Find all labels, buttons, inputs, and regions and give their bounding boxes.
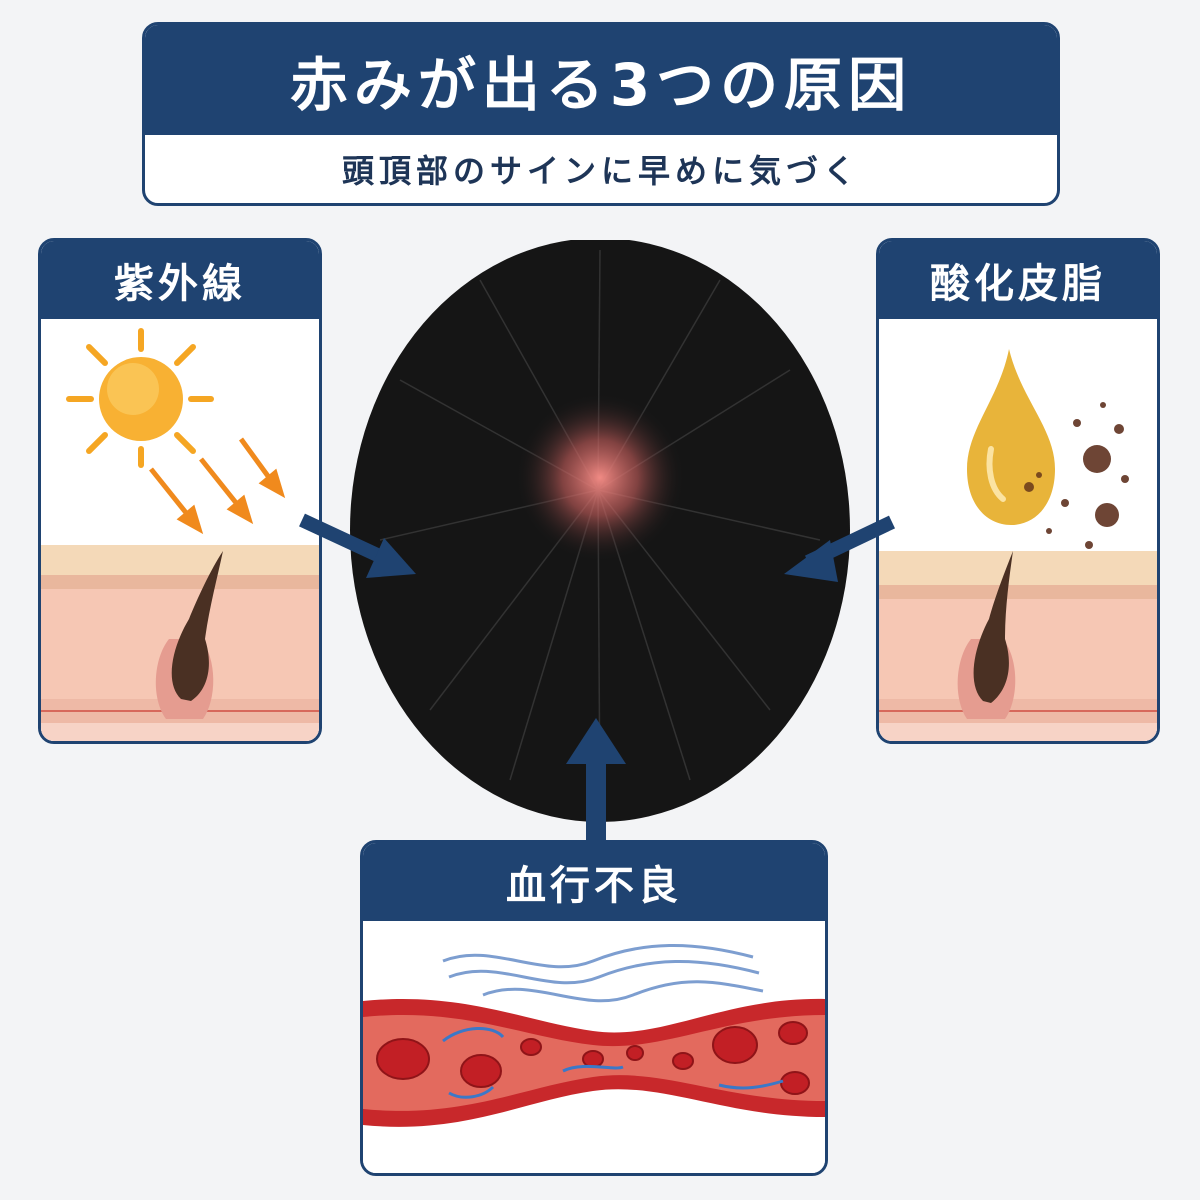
oxidized-sebum-cause-label: 酸化皮脂 [879, 241, 1157, 319]
oil-drop-icon [967, 349, 1055, 525]
oxidized-particles-icon [1046, 402, 1129, 549]
blood-cells [376, 1021, 810, 1095]
page-title: 赤みが出る3つの原因 [145, 25, 1057, 135]
uv-cause-label: 紫外線 [41, 241, 319, 319]
flow-wave-lines [442, 943, 764, 1003]
flow-arrows [442, 1026, 784, 1099]
uv-to-scalp-arrow [299, 513, 416, 578]
poor-circulation-cause-card: 血行不良 [360, 840, 828, 1176]
scalp-top-view [350, 240, 850, 822]
poor-circulation-cause-label: 血行不良 [363, 843, 825, 921]
hair-follicle [155, 551, 223, 719]
sun-icon [66, 328, 214, 468]
circulation-to-scalp-arrow [566, 718, 626, 840]
sebum-to-scalp-arrow [784, 515, 896, 582]
hair-follicle [957, 551, 1016, 719]
uv-illustration [41, 319, 319, 741]
uv-cause-card: 紫外線 [38, 238, 322, 744]
skin-layers [879, 551, 1157, 741]
oxidized-sebum-illustration [879, 319, 1157, 741]
page-subtitle: 頭頂部のサインに早めに気づく [341, 152, 860, 190]
uv-ray-arrows [149, 437, 286, 535]
oxidized-sebum-cause-card: 酸化皮脂 [876, 238, 1160, 744]
blood-vessel-icon [363, 921, 825, 1173]
scalp-redness [460, 360, 740, 640]
title-box: 赤みが出る3つの原因 頭頂部のサインに早めに気づく [142, 22, 1060, 206]
